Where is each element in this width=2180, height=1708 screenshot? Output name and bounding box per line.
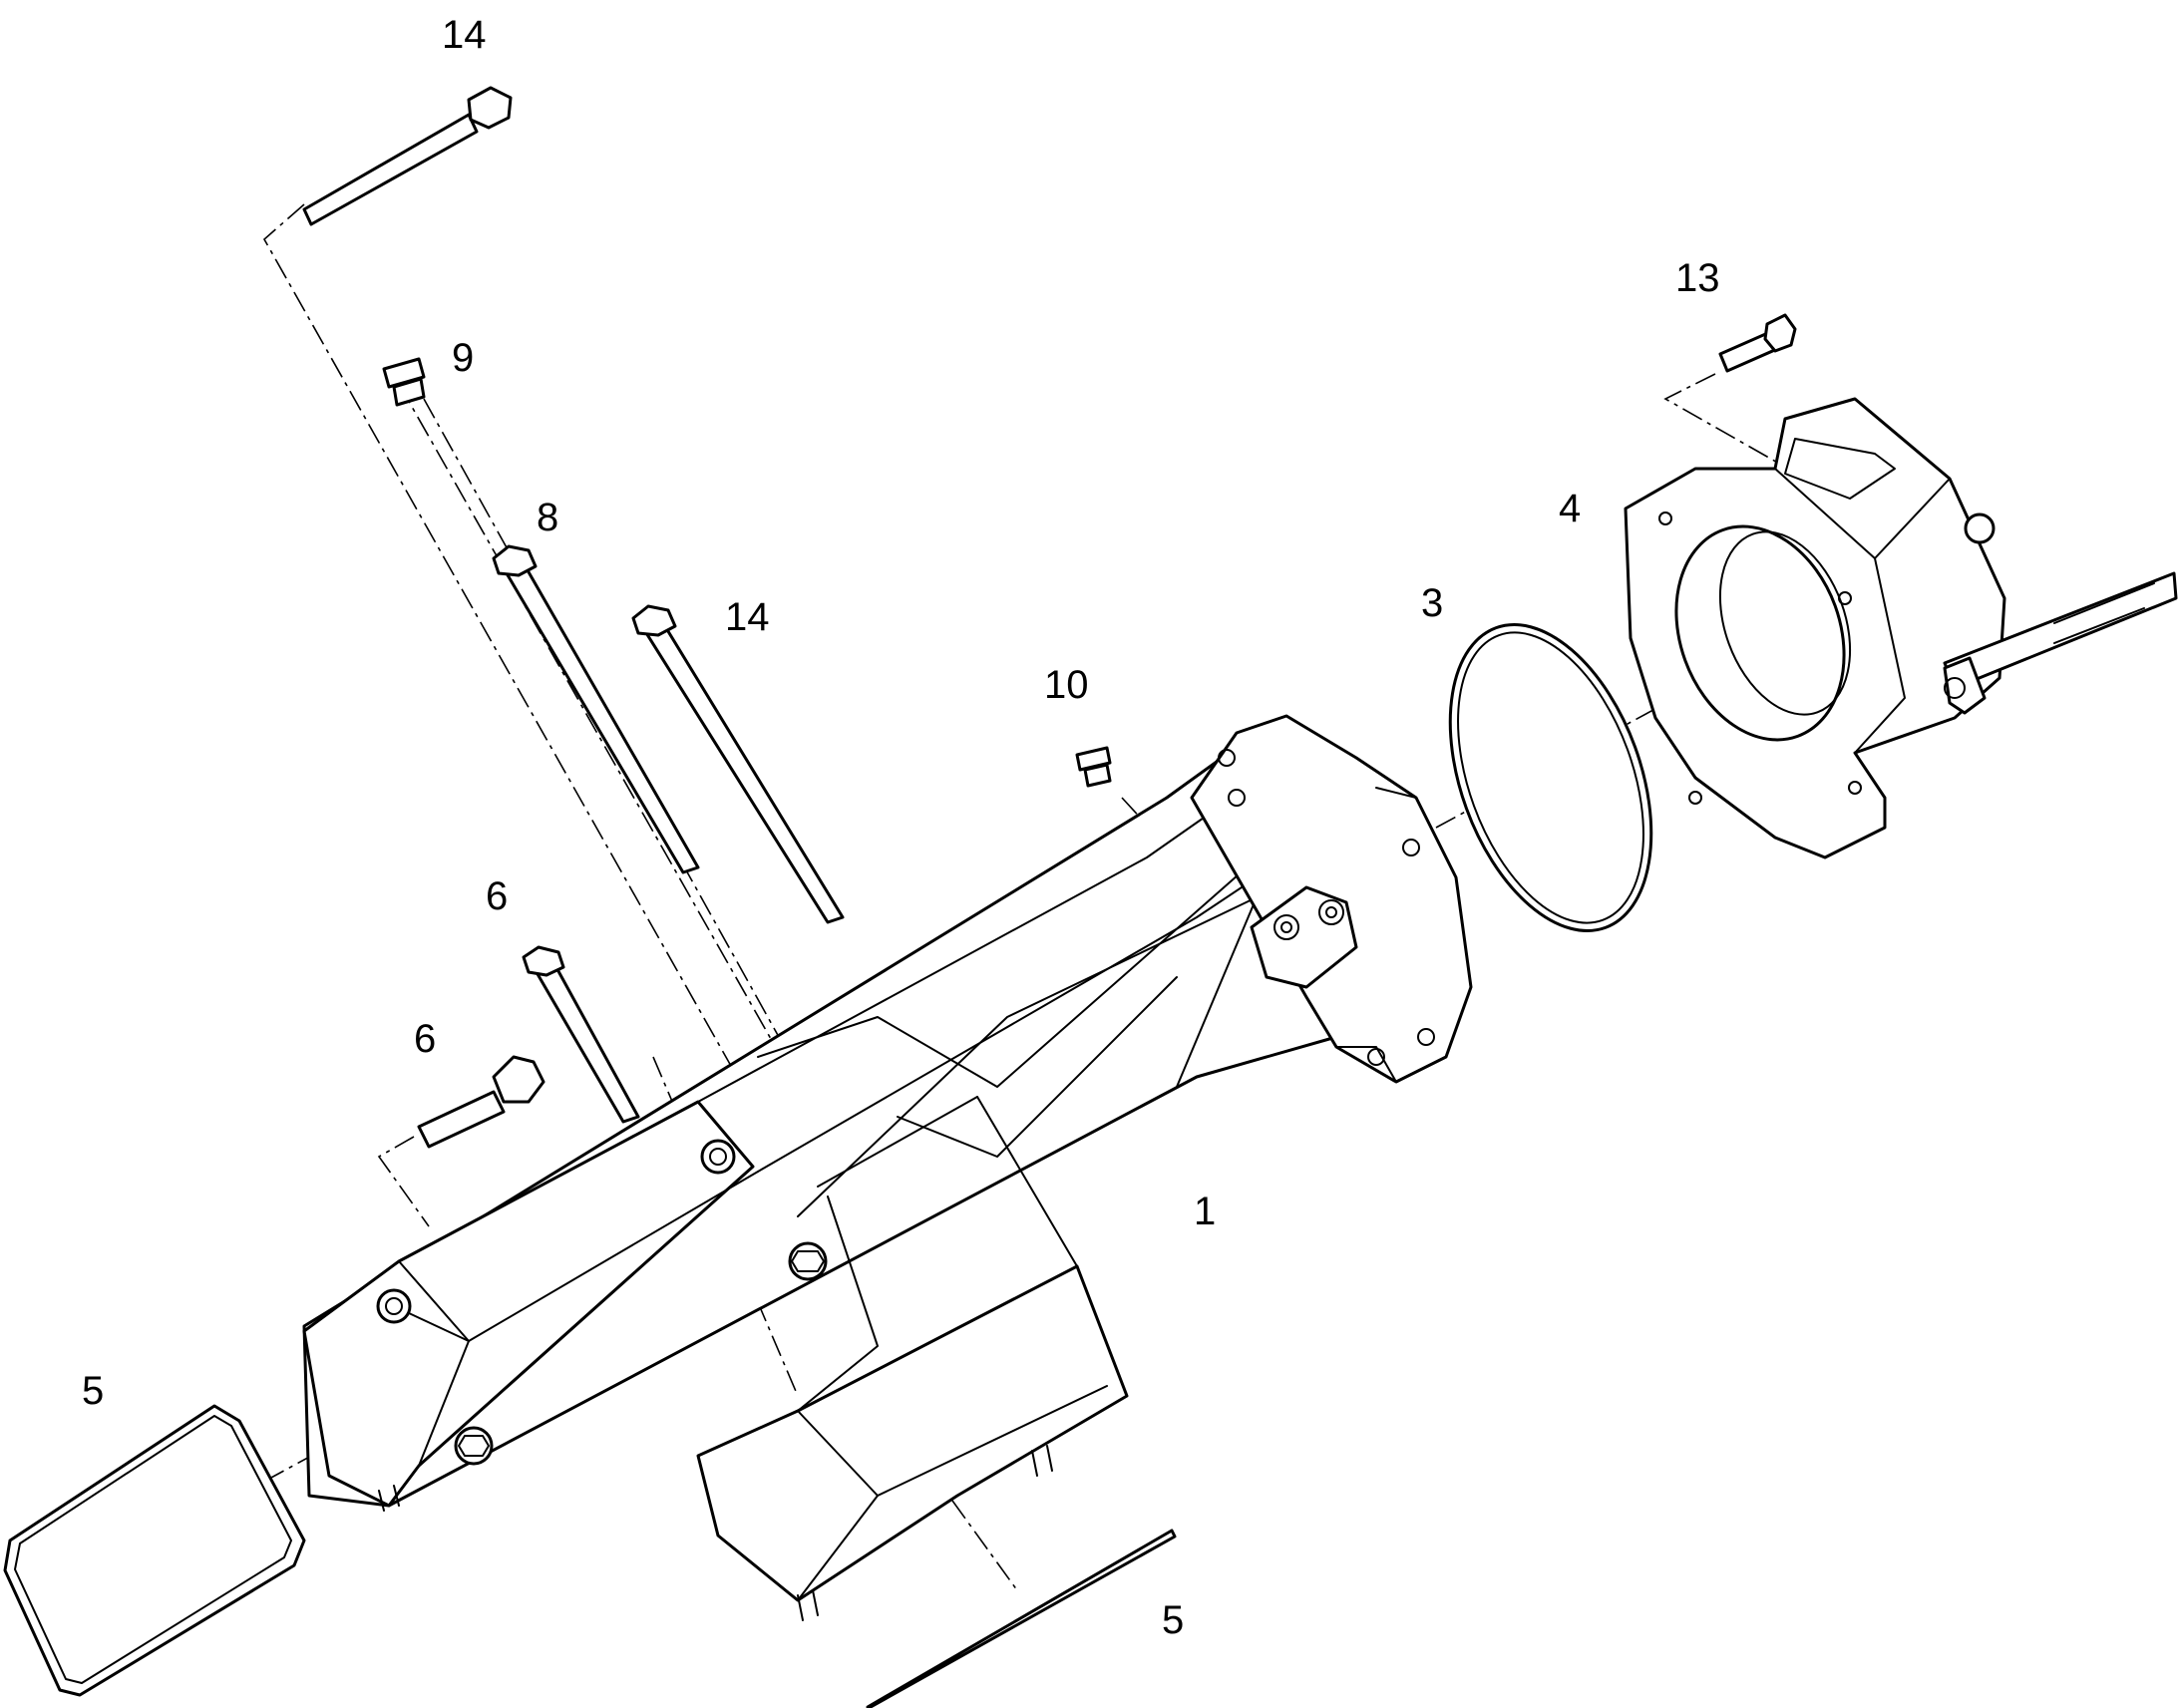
- callout-1: 1: [1194, 1190, 1216, 1233]
- callout-10: 10: [1044, 663, 1089, 707]
- long-bolt-part-6: [522, 945, 640, 1124]
- callout-6-short: 6: [414, 1017, 436, 1061]
- long-bolt-part-14-middle: [631, 604, 845, 924]
- adapter-housing-part-4: [1624, 397, 2178, 859]
- callout-13: 13: [1675, 256, 1720, 300]
- rectangular-seal-part-5: [3, 1404, 306, 1697]
- callout-14-middle: 14: [725, 595, 770, 639]
- callout-5-seal: 5: [82, 1369, 104, 1413]
- long-bolt-part-14-top: [302, 86, 513, 226]
- long-bolt-part-8: [492, 544, 700, 874]
- callout-labels: 1 3 4 5 5 6 6 8 9 10 13 14 14: [82, 13, 1720, 1642]
- callout-3: 3: [1421, 581, 1443, 625]
- seal-strip-part-5: [866, 1529, 1177, 1708]
- small-bolt-part-13: [1718, 313, 1797, 373]
- short-bolt-part-6: [417, 1055, 545, 1149]
- o-ring-part-3: [1448, 623, 1653, 932]
- main-housing-part-1: [302, 714, 1473, 1621]
- bushing-part-10: [1075, 746, 1112, 788]
- callout-9: 9: [452, 336, 474, 380]
- callout-8: 8: [537, 496, 558, 539]
- bushing-part-9: [382, 357, 426, 407]
- callout-4: 4: [1559, 487, 1581, 530]
- callout-14-top: 14: [442, 13, 487, 57]
- callout-6-long: 6: [486, 874, 508, 918]
- callout-5-strip: 5: [1162, 1598, 1184, 1642]
